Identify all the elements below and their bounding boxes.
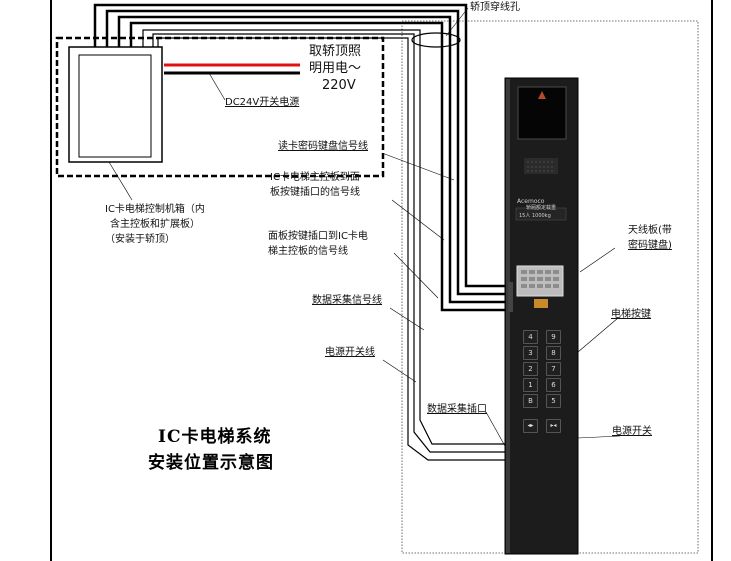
panel-body xyxy=(504,77,579,555)
car-top-hole-label: 轿顶穿线孔 xyxy=(470,2,520,13)
panel-to-main-label-1: 面板按键插口到IC卡电 xyxy=(268,231,368,242)
power-switch-line-label: 电源开关线 xyxy=(325,347,375,358)
panel-to-main-label-2: 梯主控板的信号线 xyxy=(268,246,348,257)
floor-key-1[interactable]: 1 xyxy=(523,378,538,392)
car-top-hole xyxy=(411,32,461,48)
data-collect-socket-label: 数据采集插口 xyxy=(427,404,487,415)
leader-panel-to-main xyxy=(393,252,439,299)
floor-key-5[interactable]: 5 xyxy=(546,394,561,408)
panel-brand: Acemoco xyxy=(517,198,545,205)
controller-label-1: IC卡电梯控制机箱（内 xyxy=(105,204,205,215)
power-switch-label: 电源开关 xyxy=(612,426,652,437)
elevator-buttons-label: 电梯按键 xyxy=(611,309,651,320)
wire-1 xyxy=(93,3,505,288)
floor-key-6[interactable]: 6 xyxy=(546,378,561,392)
leader-car-top-hole xyxy=(445,7,469,37)
leader-power-switch-right xyxy=(577,435,621,439)
data-collect-signal-label: 数据采集信号线 xyxy=(312,295,382,306)
data-collect-wire xyxy=(142,29,505,445)
controller-label-3: （安装于轿顶） xyxy=(105,234,175,245)
floor-key-4[interactable]: 4 xyxy=(523,330,538,344)
capacity-plate xyxy=(515,207,567,221)
lighting-power-label-1: 取轿顶照 xyxy=(309,44,362,59)
leader-power-switch xyxy=(382,359,417,383)
leader-card-reader xyxy=(381,152,455,181)
lighting-power-label-3: 220V xyxy=(322,78,356,93)
leader-controller xyxy=(108,161,133,201)
floor-key-b[interactable]: B xyxy=(523,394,538,408)
leader-main-to-panel xyxy=(391,199,445,241)
door-close-button[interactable]: ▸◂ xyxy=(546,419,561,433)
controller-label-2: 含主控板和扩展板） xyxy=(110,219,200,230)
lighting-power-label-2: 明用电～ xyxy=(309,61,362,76)
leader-lines xyxy=(108,7,621,447)
wire-bundle xyxy=(93,3,505,312)
floor-key-9[interactable]: 9 xyxy=(546,330,561,344)
card-reader-window xyxy=(534,299,548,308)
keypad-grid xyxy=(521,270,559,288)
main-to-panel-label-1: IC卡电梯主控板到面 xyxy=(270,172,360,183)
power-switch-wire-1 xyxy=(152,33,505,453)
diagram-title-line-1: IC卡电梯系统 xyxy=(158,427,272,447)
speaker-dots xyxy=(527,161,553,172)
main-to-panel-label-2: 板按键插口的信号线 xyxy=(270,187,360,198)
card-reader-signal-label: 读卡密码键盘信号线 xyxy=(278,141,368,152)
car-operating-panel xyxy=(504,77,579,555)
controller-box-inner xyxy=(78,54,152,158)
leader-data-collect xyxy=(389,307,425,331)
thin-wire-bundle xyxy=(142,29,505,461)
wire-3 xyxy=(117,15,505,304)
leader-antenna xyxy=(579,247,616,273)
socket-left xyxy=(508,282,513,312)
wire-2 xyxy=(105,9,505,296)
direction-arrow-icon xyxy=(538,91,546,99)
leader-data-socket xyxy=(485,411,506,447)
panel-caption: 轿厢额定载重 xyxy=(526,205,557,211)
dc24v-label: DC24V开关电源 xyxy=(225,97,300,108)
speaker-grille xyxy=(524,158,558,174)
antenna-label-1: 天线板(带 xyxy=(628,225,672,236)
floor-key-3[interactable]: 3 xyxy=(523,346,538,360)
panel-capacity: 15人 1000kg xyxy=(519,213,551,219)
antenna-label-2: 密码键盘) xyxy=(628,240,672,251)
leader-elevator-buttons xyxy=(577,317,619,353)
floor-key-2[interactable]: 2 xyxy=(523,362,538,376)
wire-4 xyxy=(129,21,505,312)
door-open-button[interactable]: ◂▸ xyxy=(523,419,538,433)
floor-key-8[interactable]: 8 xyxy=(546,346,561,360)
panel-edge-highlight xyxy=(506,79,510,553)
leader-dc24v xyxy=(208,72,226,101)
floor-key-7[interactable]: 7 xyxy=(546,362,561,376)
diagram-title-line-2: 安装位置示意图 xyxy=(148,453,274,473)
power-switch-wire-2 xyxy=(157,37,505,461)
